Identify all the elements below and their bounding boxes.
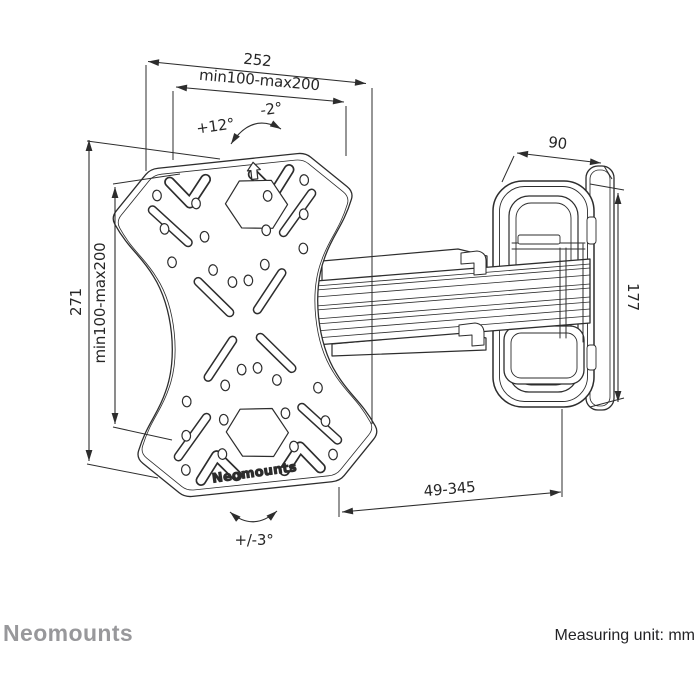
arm-beam-extrusion-lines [315,263,591,339]
vesa-plate-inner-contour [117,159,373,491]
label-wall-plate-height: 177 [624,283,642,311]
vesa-hole [328,448,338,461]
dim-wall-plate-depth [501,150,613,183]
vesa-holes [152,174,338,476]
label-plate-width: 252 [243,50,273,71]
vesa-hole [313,381,323,394]
vesa-hole [320,415,331,428]
chevron-slots [164,164,326,486]
diagonal-slots [147,188,343,462]
label-vesa-height: min100-max200 [91,242,109,363]
measuring-unit-label: Measuring unit: mm [554,627,696,644]
dim-plate-width [145,59,373,424]
bracket-hinge-housing-contour [510,332,578,379]
vesa-hole [272,374,282,386]
bracket-side-tab [586,216,597,245]
bracket-side-tab [586,344,597,371]
vesa-hole [236,363,247,376]
dim-extension-range [338,409,563,517]
hexagon-cutout-bottom [225,407,289,458]
vesa-hole [159,222,170,235]
label-wall-plate-depth: 90 [547,133,568,153]
dim-tilt-arc [230,120,282,145]
label-extension-range: 49-345 [423,478,476,500]
vesa-hole [261,224,272,237]
vesa-hole [208,264,218,276]
brand-logo: Neomounts [3,620,134,646]
arm-upper-hook [460,250,487,276]
vesa-plate: Neomounts [112,152,378,498]
vesa-hole [217,448,228,460]
vesa-hole [167,256,177,269]
arm-hinge-lines [559,243,584,343]
vesa-hole [298,242,309,255]
vesa-hole [218,413,229,426]
label-tilt-down: -2° [259,99,283,120]
up-arrow-icon [246,161,261,181]
dim-plate-height [85,140,221,479]
dimension-labels: 252 min100-max200 +12° -2° 90 177 271 mi… [67,50,642,549]
vesa-hole [199,230,210,243]
dim-vesa-width [172,84,347,160]
dim-swivel-arc [229,510,278,523]
label-plate-height: 271 [67,288,85,316]
vesa-hole [180,464,191,476]
vesa-hole [181,429,192,442]
vesa-hole [152,189,162,202]
dimension-annotations [85,59,625,523]
mounting-arm [315,243,591,357]
vesa-hole [280,407,291,420]
vesa-hole [252,362,263,374]
vesa-hole [298,208,309,221]
vesa-hole [191,197,201,210]
vesa-hole [262,190,273,202]
arm-lower-hook [458,322,485,347]
label-swivel-range: +/-3° [234,531,273,549]
dim-wall-plate-height [589,183,625,408]
vesa-hole [243,274,254,287]
vesa-hole [289,440,299,453]
label-vesa-width: min100-max200 [198,66,320,94]
hexagon-cutout-top [224,179,289,229]
vesa-hole [227,276,238,288]
vesa-hole [299,174,310,186]
center-x-slots [193,268,297,382]
vesa-hole [220,379,231,392]
bracket-clamp-ledge [517,234,561,245]
vesa-hole [181,395,192,408]
label-tilt-up: +12° [195,114,235,137]
dim-vesa-height [111,173,181,441]
vesa-hole [259,258,270,271]
